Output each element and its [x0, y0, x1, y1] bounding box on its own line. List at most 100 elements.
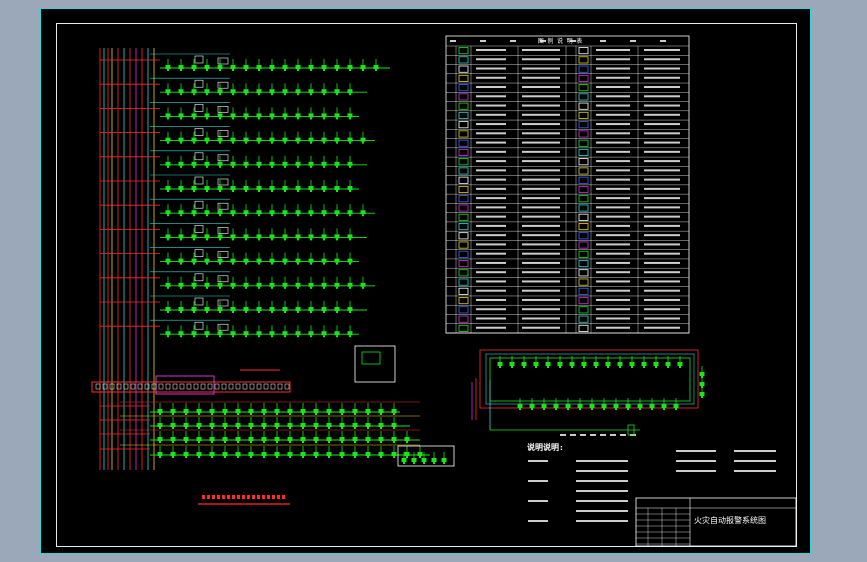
- device-base: [193, 190, 195, 192]
- device-base: [297, 141, 299, 144]
- device-body: [191, 186, 197, 190]
- smoke-detector-icon: [308, 276, 314, 289]
- device-base: [232, 238, 234, 241]
- device-body: [321, 282, 327, 287]
- device-body: [287, 409, 293, 413]
- device-body: [352, 423, 358, 427]
- device-body: [196, 437, 202, 441]
- device-base: [595, 366, 597, 368]
- smoke-detector-icon: [295, 155, 301, 168]
- smoke-detector-icon: [339, 431, 345, 443]
- device-base: [193, 311, 195, 313]
- device-body: [274, 423, 280, 427]
- device-base: [336, 214, 338, 217]
- legend-text-stroke: [596, 243, 630, 246]
- smoke-detector-icon: [334, 252, 340, 265]
- smoke-detector-icon: [347, 59, 353, 71]
- device-body: [321, 210, 327, 215]
- device-body: [274, 409, 280, 413]
- smoke-detector-icon: [178, 180, 184, 192]
- legend-symbol: [458, 315, 469, 323]
- device-base: [271, 69, 273, 71]
- device-body: [217, 331, 223, 336]
- legend-table-title: 图 例 说 明 表: [538, 37, 582, 45]
- device-base: [245, 238, 247, 241]
- smoke-detector-icon: [565, 398, 571, 410]
- device-base: [349, 165, 351, 168]
- device-body: [541, 404, 547, 408]
- device-base: [271, 286, 273, 289]
- device-body: [243, 258, 249, 263]
- device-body: [178, 234, 184, 239]
- device-body: [256, 137, 262, 142]
- annotation-glyph: [207, 495, 210, 499]
- smoke-detector-icon: [308, 325, 314, 338]
- smoke-detector-icon: [287, 403, 293, 415]
- terminal-box: [123, 383, 129, 390]
- smoke-detector-icon: [421, 452, 427, 464]
- device-base: [433, 462, 435, 464]
- device-base: [193, 335, 195, 338]
- device-body: [217, 282, 223, 287]
- device-base: [211, 413, 213, 415]
- smoke-detector-icon: [256, 301, 262, 313]
- legend-symbol: [578, 148, 589, 156]
- smoke-detector-icon: [196, 403, 202, 415]
- smoke-detector-icon: [209, 403, 215, 415]
- legend-text-stroke: [522, 317, 560, 320]
- terminal-box: [179, 383, 185, 390]
- device-body: [347, 282, 353, 287]
- smoke-detector-icon: [308, 180, 314, 192]
- device-base: [511, 366, 513, 368]
- smoke-detector-icon: [165, 301, 171, 313]
- fire-alarm-system-diagram: [91, 48, 455, 505]
- smoke-detector-icon: [196, 431, 202, 443]
- smoke-detector-icon: [261, 403, 267, 415]
- device-body: [165, 210, 171, 215]
- legend-text-stroke: [476, 298, 506, 301]
- legend-text-stroke: [596, 206, 630, 209]
- device-base: [423, 462, 425, 464]
- device-base: [559, 366, 561, 368]
- smoke-detector-icon: [165, 83, 171, 96]
- smoke-detector-icon: [256, 131, 262, 144]
- device-body: [204, 331, 210, 336]
- device-base: [167, 311, 169, 313]
- module-box: [194, 55, 204, 64]
- device-base: [206, 69, 208, 71]
- device-body: [641, 362, 647, 366]
- device-base: [297, 69, 299, 71]
- smoke-detector-icon: [282, 155, 288, 168]
- device-body: [269, 161, 275, 166]
- smoke-detector-icon: [677, 356, 683, 368]
- device-body: [617, 362, 623, 366]
- smoke-detector-icon: [256, 59, 262, 71]
- smoke-detector-icon: [261, 446, 267, 458]
- legend-symbol: [578, 176, 589, 184]
- annotation-glyph: [212, 495, 215, 499]
- legend-text-stroke: [476, 113, 506, 116]
- device-body: [256, 234, 262, 239]
- smoke-detector-icon: [509, 356, 515, 368]
- smoke-detector-icon: [230, 252, 236, 265]
- header-text-stroke: [480, 40, 486, 42]
- design-notes: [528, 450, 776, 522]
- device-base: [362, 141, 364, 144]
- device-base: [284, 93, 286, 96]
- device-base: [232, 262, 234, 265]
- legend-text-stroke: [596, 280, 630, 283]
- device-body: [308, 210, 314, 215]
- smoke-detector-icon: [282, 204, 288, 217]
- device-base: [237, 413, 239, 415]
- device-base: [206, 165, 208, 168]
- smoke-detector-icon: [665, 356, 671, 368]
- device-base: [180, 93, 182, 96]
- smoke-detector-icon: [441, 452, 447, 464]
- smoke-detector-icon: [295, 204, 301, 217]
- device-base: [232, 335, 234, 338]
- device-body: [222, 437, 228, 441]
- smoke-detector-icon: [191, 276, 197, 289]
- device-base: [271, 214, 273, 217]
- legend-text-stroke: [522, 95, 560, 98]
- device-body: [441, 458, 447, 462]
